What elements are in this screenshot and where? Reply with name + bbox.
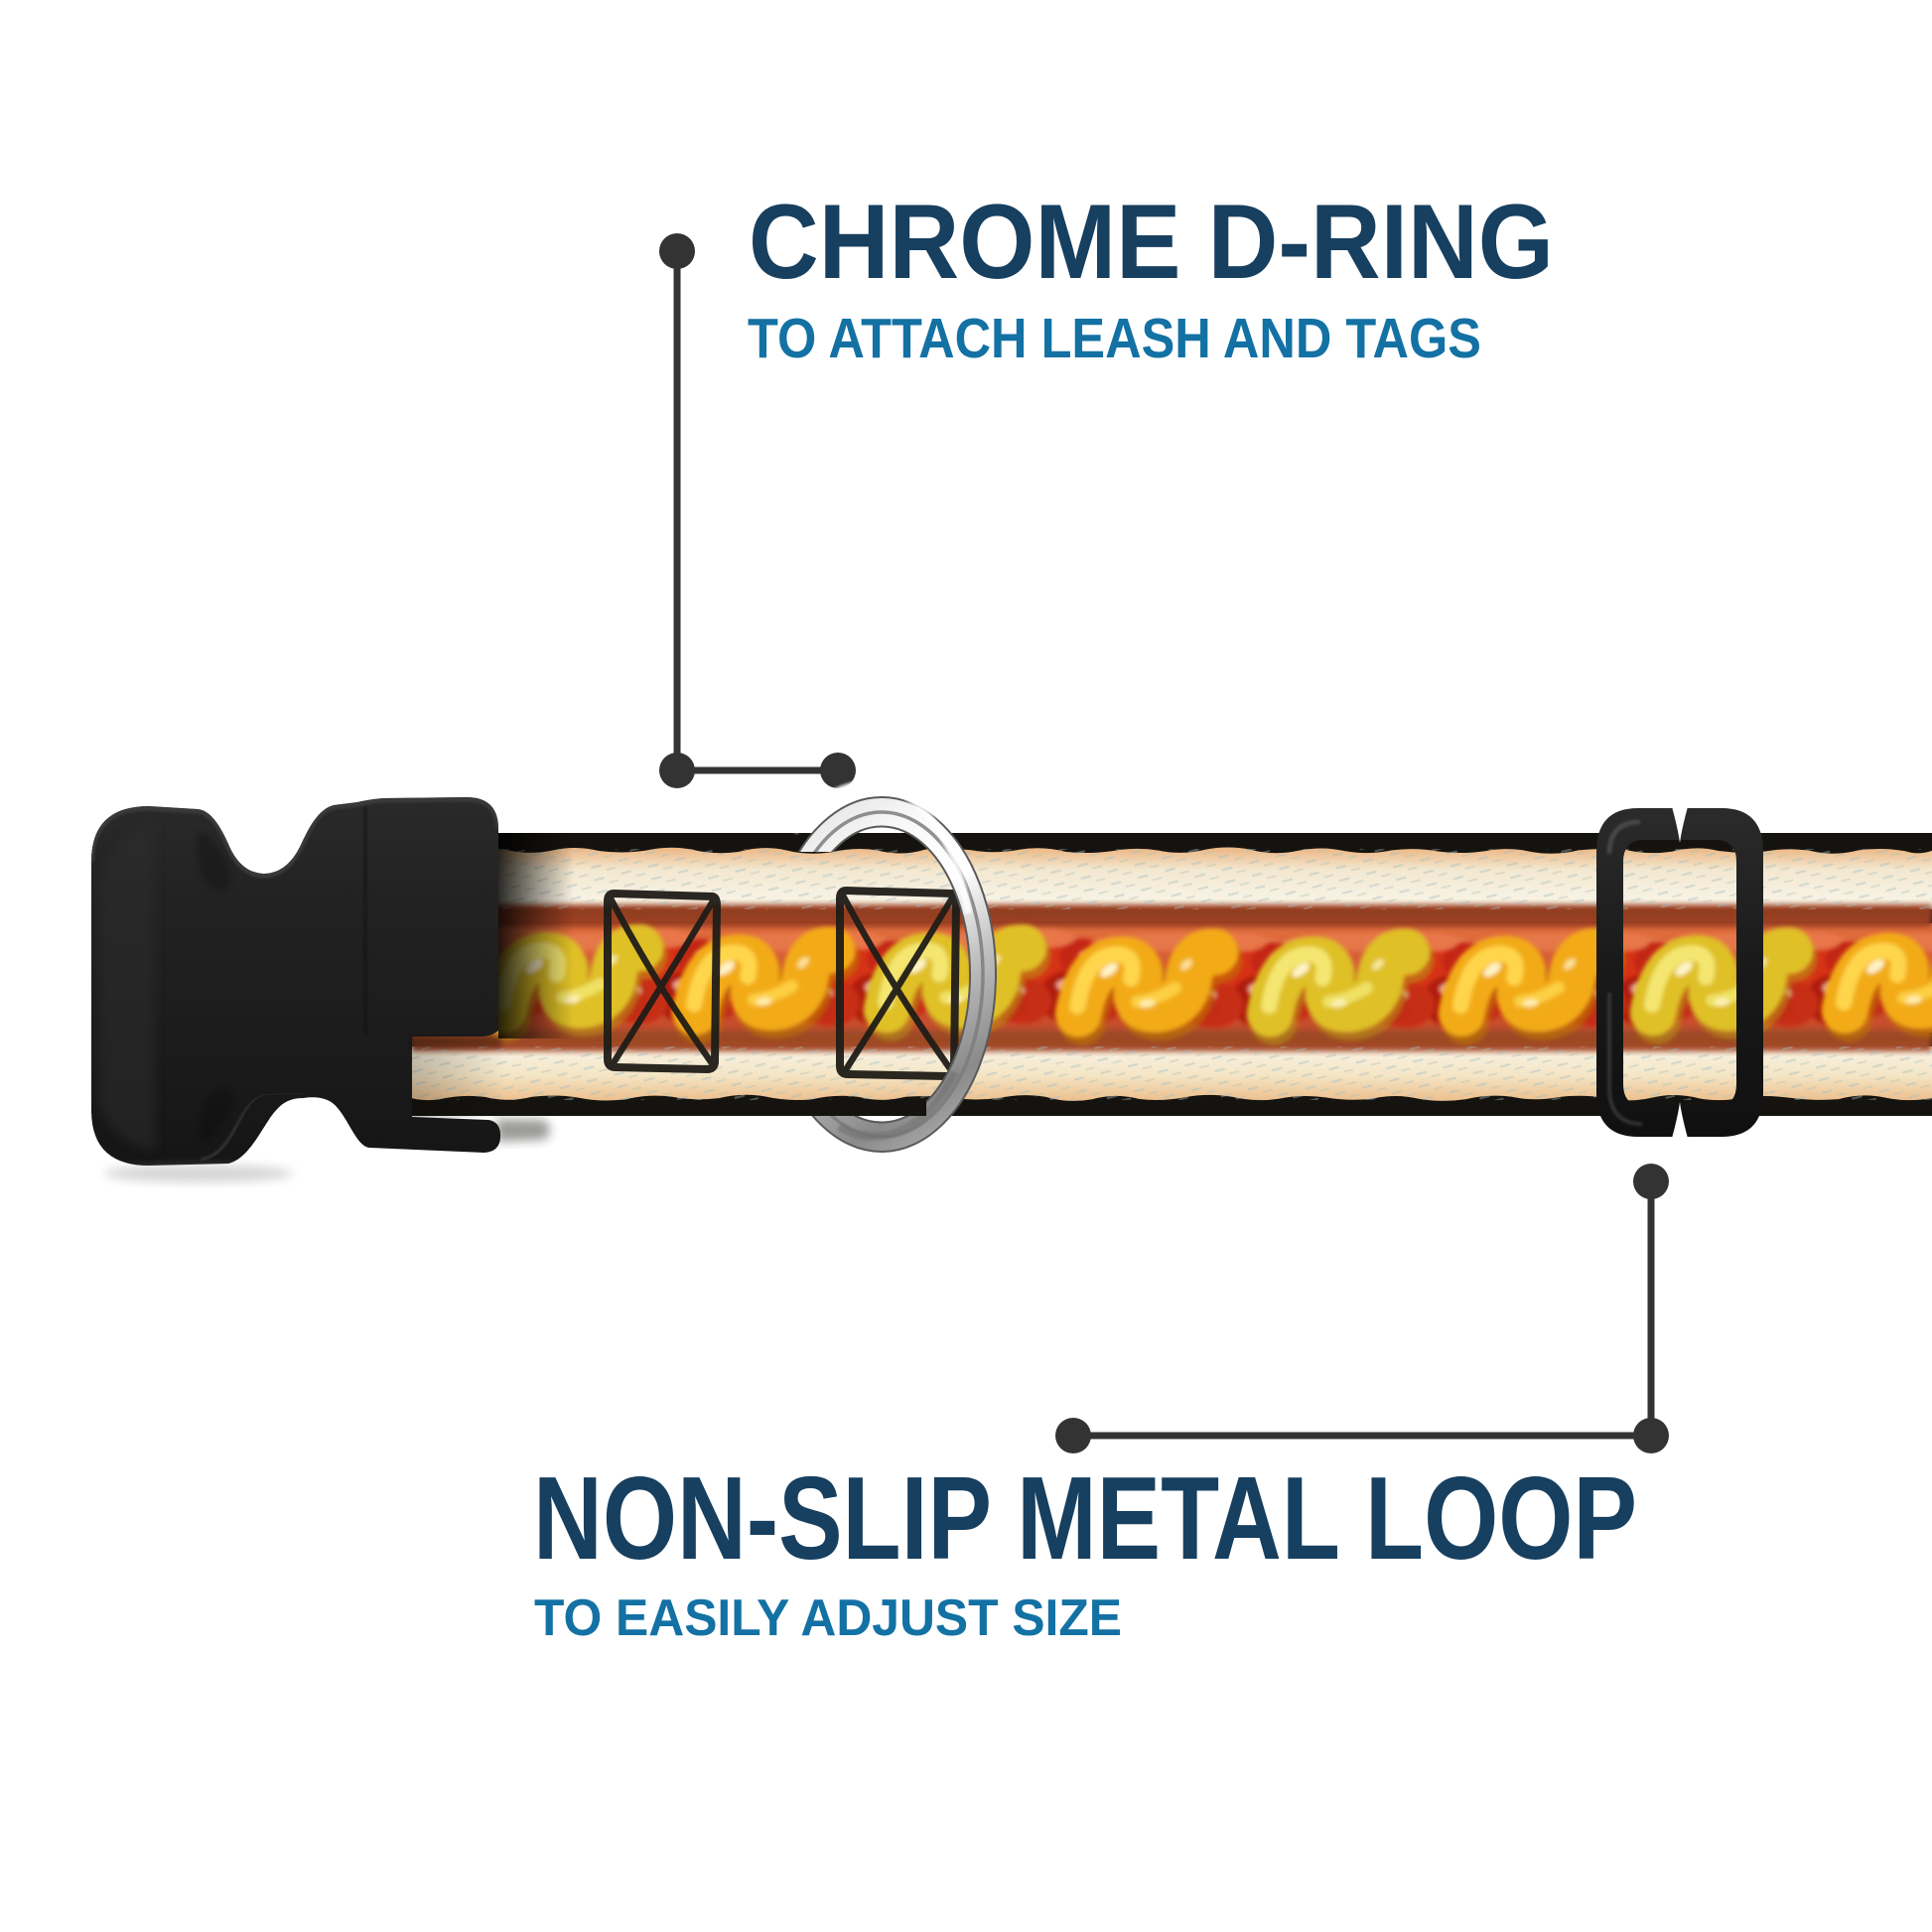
svg-text:TO ATTACH LEASH AND TAGS: TO ATTACH LEASH AND TAGS (748, 307, 1481, 370)
svg-text:NON-SLIP METAL LOOP: NON-SLIP METAL LOOP (533, 1452, 1637, 1585)
svg-text:CHROME D-RING: CHROME D-RING (749, 182, 1554, 301)
svg-text:TO EASILY ADJUST SIZE: TO EASILY ADJUST SIZE (534, 1589, 1122, 1647)
